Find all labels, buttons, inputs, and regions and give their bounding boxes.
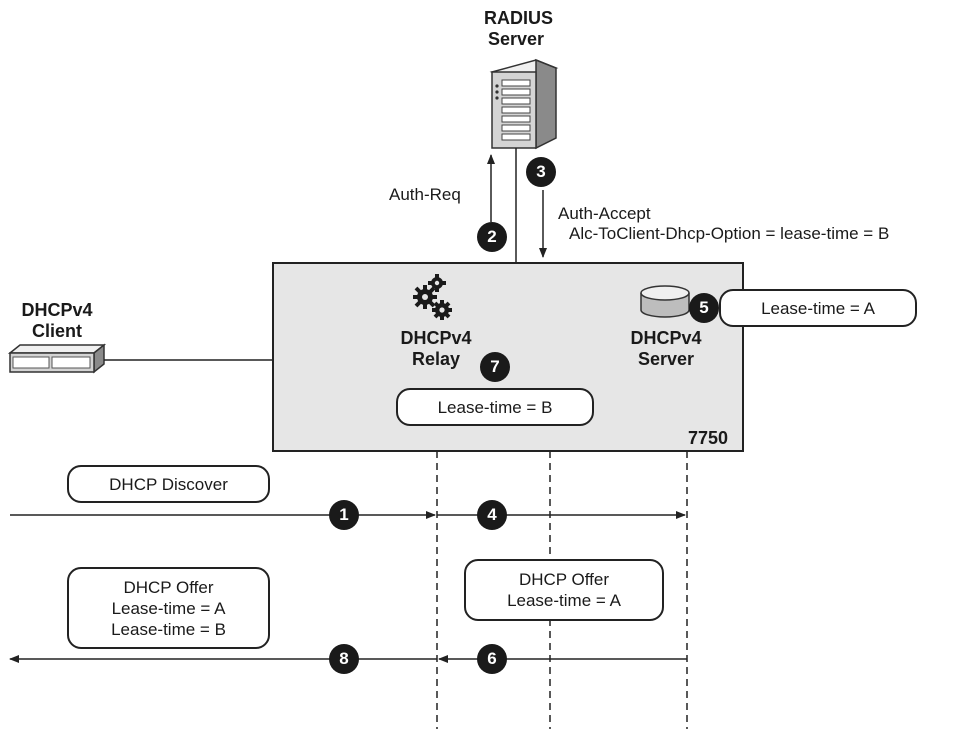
client-label-line1: DHCPv4 bbox=[21, 300, 93, 320]
relay-label-line1: DHCPv4 bbox=[400, 328, 472, 348]
client-label-line2: Client bbox=[31, 321, 82, 341]
step-8-marker: 8 bbox=[329, 644, 359, 674]
radius-label-line1: RADIUS bbox=[484, 8, 554, 28]
auth-req-label: Auth-Req bbox=[389, 185, 461, 204]
offer-client-line3: Lease-time = B bbox=[111, 619, 226, 639]
offer-server-bubble: DHCP Offer Lease-time = A bbox=[464, 559, 664, 621]
step-3-marker: 3 bbox=[526, 157, 556, 187]
server-label-line1: DHCPv4 bbox=[630, 328, 702, 348]
dhcp-relay-label: DHCPv4 Relay bbox=[391, 328, 481, 370]
auth-accept-option-label: Alc-ToClient-Dhcp-Option = lease-time = … bbox=[569, 224, 890, 243]
database-icon bbox=[640, 285, 690, 318]
discover-bubble: DHCP Discover bbox=[67, 465, 270, 503]
offer-server-line2: Lease-time = A bbox=[507, 591, 621, 610]
server-lease-bubble: Lease-time = A bbox=[719, 289, 917, 327]
offer-server-line1: DHCP Offer bbox=[518, 570, 610, 589]
server-lease-text: Lease-time = A bbox=[761, 298, 875, 318]
radius-label-line2: Server bbox=[487, 29, 545, 49]
step-5-marker: 5 bbox=[689, 293, 719, 323]
dhcp-client-label: DHCPv4 Client bbox=[12, 300, 102, 342]
radius-server-label: RADIUS Server bbox=[484, 8, 554, 50]
server-label-line2: Server bbox=[637, 349, 695, 369]
relay-label-line2: Relay bbox=[411, 349, 461, 369]
offer-client-line1: DHCP Offer bbox=[123, 577, 214, 597]
step-1-marker: 1 bbox=[329, 500, 359, 530]
radius-server-icon bbox=[489, 58, 559, 150]
gears-icon bbox=[413, 274, 452, 320]
auth-accept-label: Auth-Accept bbox=[558, 204, 651, 223]
step-4-marker: 4 bbox=[477, 500, 507, 530]
dhcp-server-label: DHCPv4 Server bbox=[620, 328, 712, 370]
offer-client-bubble: DHCP Offer Lease-time = A Lease-time = B bbox=[67, 567, 270, 649]
step-2-marker: 2 bbox=[477, 222, 507, 252]
router-label: 7750 bbox=[688, 428, 729, 448]
dhcp-client-icon bbox=[7, 343, 107, 374]
offer-client-line2: Lease-time = A bbox=[111, 598, 226, 618]
step-6-marker: 6 bbox=[477, 644, 507, 674]
discover-text: DHCP Discover bbox=[109, 474, 228, 494]
relay-lease-text: Lease-time = B bbox=[437, 397, 553, 417]
relay-lease-bubble: Lease-time = B bbox=[396, 388, 594, 426]
step-7-marker: 7 bbox=[480, 352, 510, 382]
